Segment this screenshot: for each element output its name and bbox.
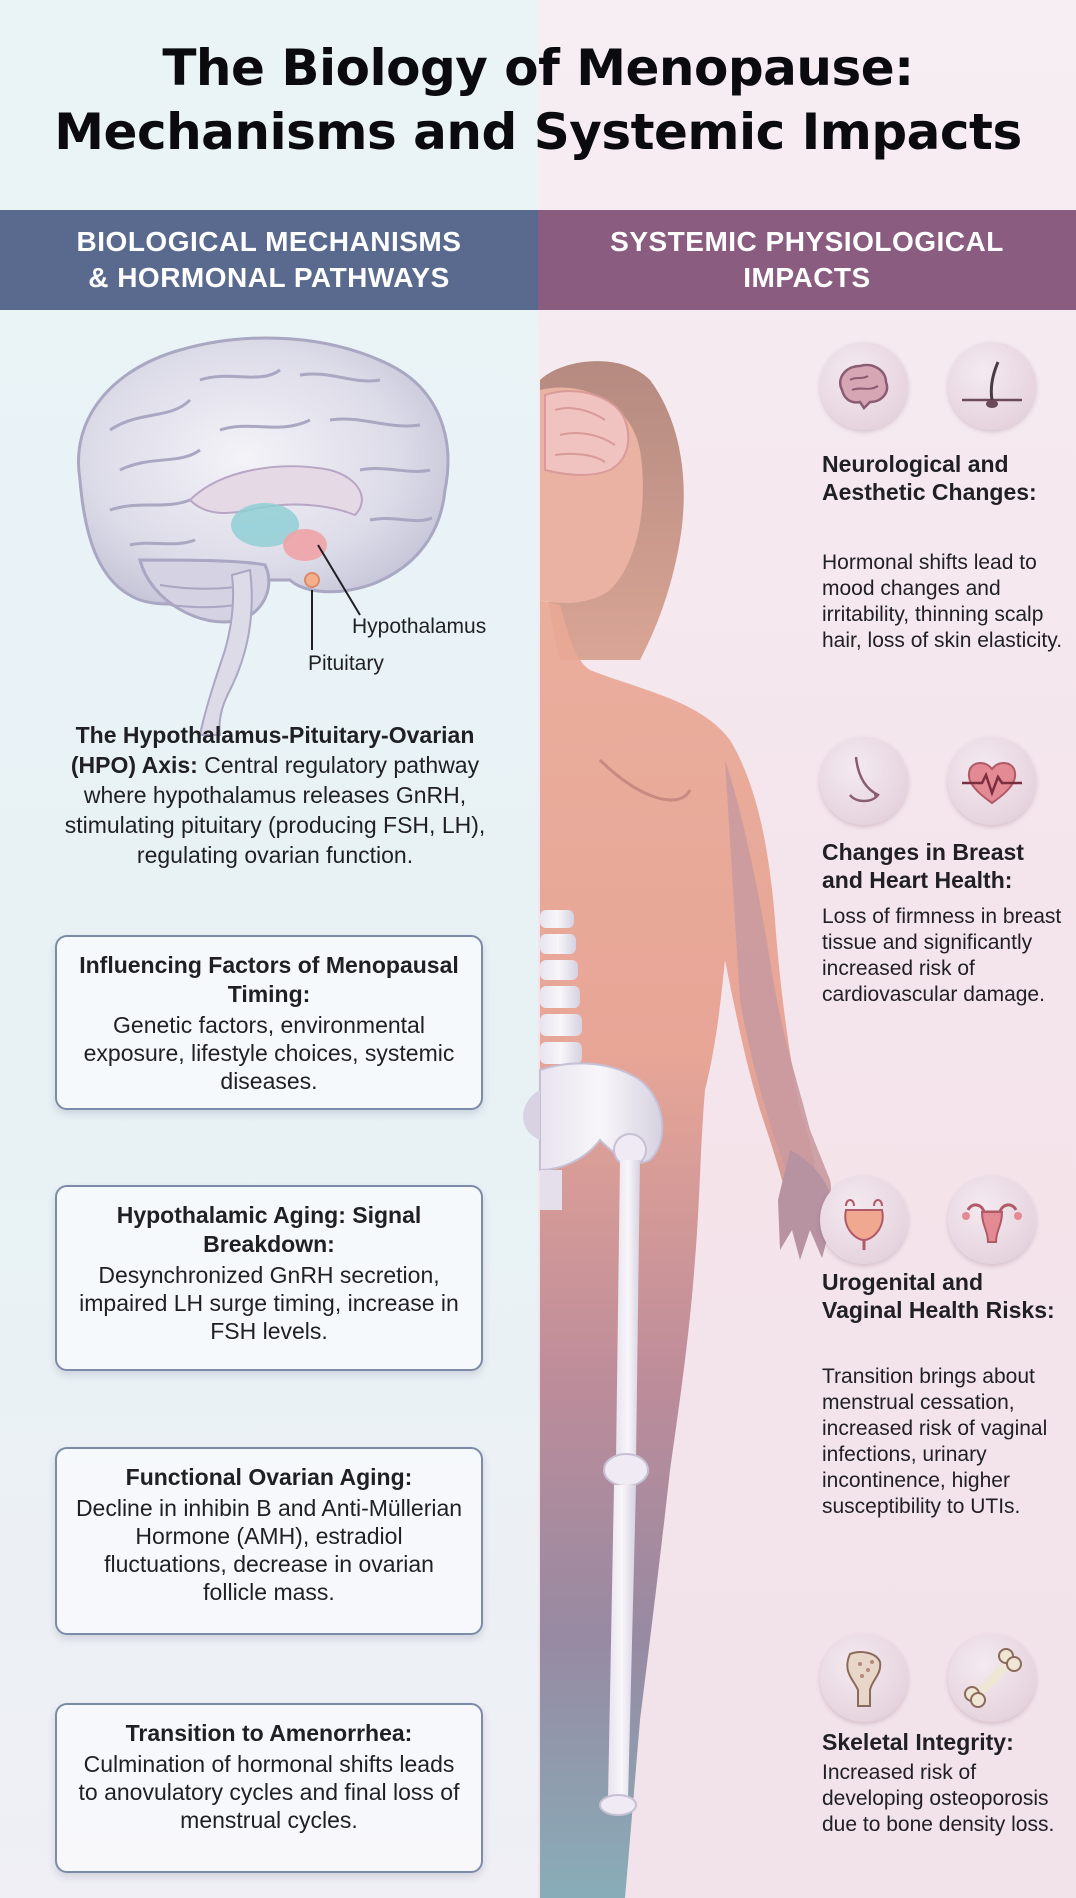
left-column-header: BIOLOGICAL MECHANISMS & HORMONAL PATHWAY… (0, 210, 538, 310)
title-line-2: Mechanisms and Systemic Impacts (54, 103, 1022, 161)
bladder-icon (820, 1176, 908, 1264)
card-hypothalamic-aging: Hypothalamic Aging: Signal Breakdown: De… (55, 1185, 483, 1371)
female-body-silhouette (540, 361, 835, 1898)
brain-illustration (77, 336, 450, 736)
card-text: Culmination of hormonal shifts leads to … (78, 1751, 460, 1833)
pituitary-label: Pituitary (308, 652, 384, 675)
card-title: Transition to Amenorrhea: (125, 1720, 413, 1746)
card-title: Hypothalamic Aging: Signal Breakdown: (116, 1202, 422, 1257)
right-text-skeletal: Increased risk of developing osteoporosi… (822, 1761, 1055, 1836)
card-title: Functional Ovarian Aging: (125, 1464, 413, 1490)
right-text-neurological: Hormonal shifts lead to mood changes and… (822, 551, 1063, 652)
right-title-neurological: Neurological and Aesthetic Changes: (822, 451, 1037, 505)
bone-density-icon (820, 1634, 908, 1722)
right-title-skeletal: Skeletal Integrity: (822, 1729, 1014, 1755)
left-header-line-1: BIOLOGICAL MECHANISMS (76, 226, 462, 257)
right-header-line-2: IMPACTS (743, 262, 871, 293)
page-title: The Biology of Menopause: Mechanisms and… (0, 36, 1076, 164)
right-text-urogenital: Transition brings about menstrual cessat… (822, 1365, 1048, 1518)
right-text-breast-heart: Loss of firmness in breast tissue and si… (822, 905, 1062, 1006)
left-header-line-2: & HORMONAL PATHWAYS (88, 262, 450, 293)
card-text: Genetic factors, environmental exposure,… (83, 1012, 455, 1094)
hypothalamus-label: Hypothalamus (352, 615, 487, 638)
right-title-breast-heart: Changes in Breast and Heart Health: (822, 839, 1024, 893)
hair-follicle-icon (948, 342, 1036, 430)
hpo-text: Central regulatory pathway where hypotha… (64, 752, 486, 868)
skeleton-illustration (523, 910, 664, 1816)
hpo-title: The Hypothalamus-Pituitary-Ovarian (HPO)… (70, 722, 475, 778)
hpo-axis-description: The Hypothalamus-Pituitary-Ovarian (HPO)… (40, 720, 510, 870)
right-title-urogenital: Urogenital and Vaginal Health Risks: (822, 1269, 1055, 1323)
right-header-line-1: SYSTEMIC PHYSIOLOGICAL (610, 226, 1004, 257)
bone-icon (948, 1634, 1036, 1722)
card-transition-amenorrhea: Transition to Amenorrhea: Culmination of… (55, 1703, 483, 1873)
brain-icon (820, 342, 908, 430)
card-functional-ovarian-aging: Functional Ovarian Aging: Decline in inh… (55, 1447, 483, 1635)
title-line-1: The Biology of Menopause: (162, 39, 914, 97)
heart-pulse-icon (948, 737, 1036, 825)
card-influencing-factors: Influencing Factors of Menopausal Timing… (55, 935, 483, 1110)
card-title: Influencing Factors of Menopausal Timing… (79, 952, 459, 1007)
card-text: Desynchronized GnRH secretion, impaired … (79, 1262, 459, 1344)
uterus-icon (948, 1176, 1036, 1264)
breast-icon (820, 737, 908, 825)
right-column-header: SYSTEMIC PHYSIOLOGICAL IMPACTS (538, 210, 1076, 310)
card-text: Decline in inhibin B and Anti-Müllerian … (75, 1495, 463, 1605)
